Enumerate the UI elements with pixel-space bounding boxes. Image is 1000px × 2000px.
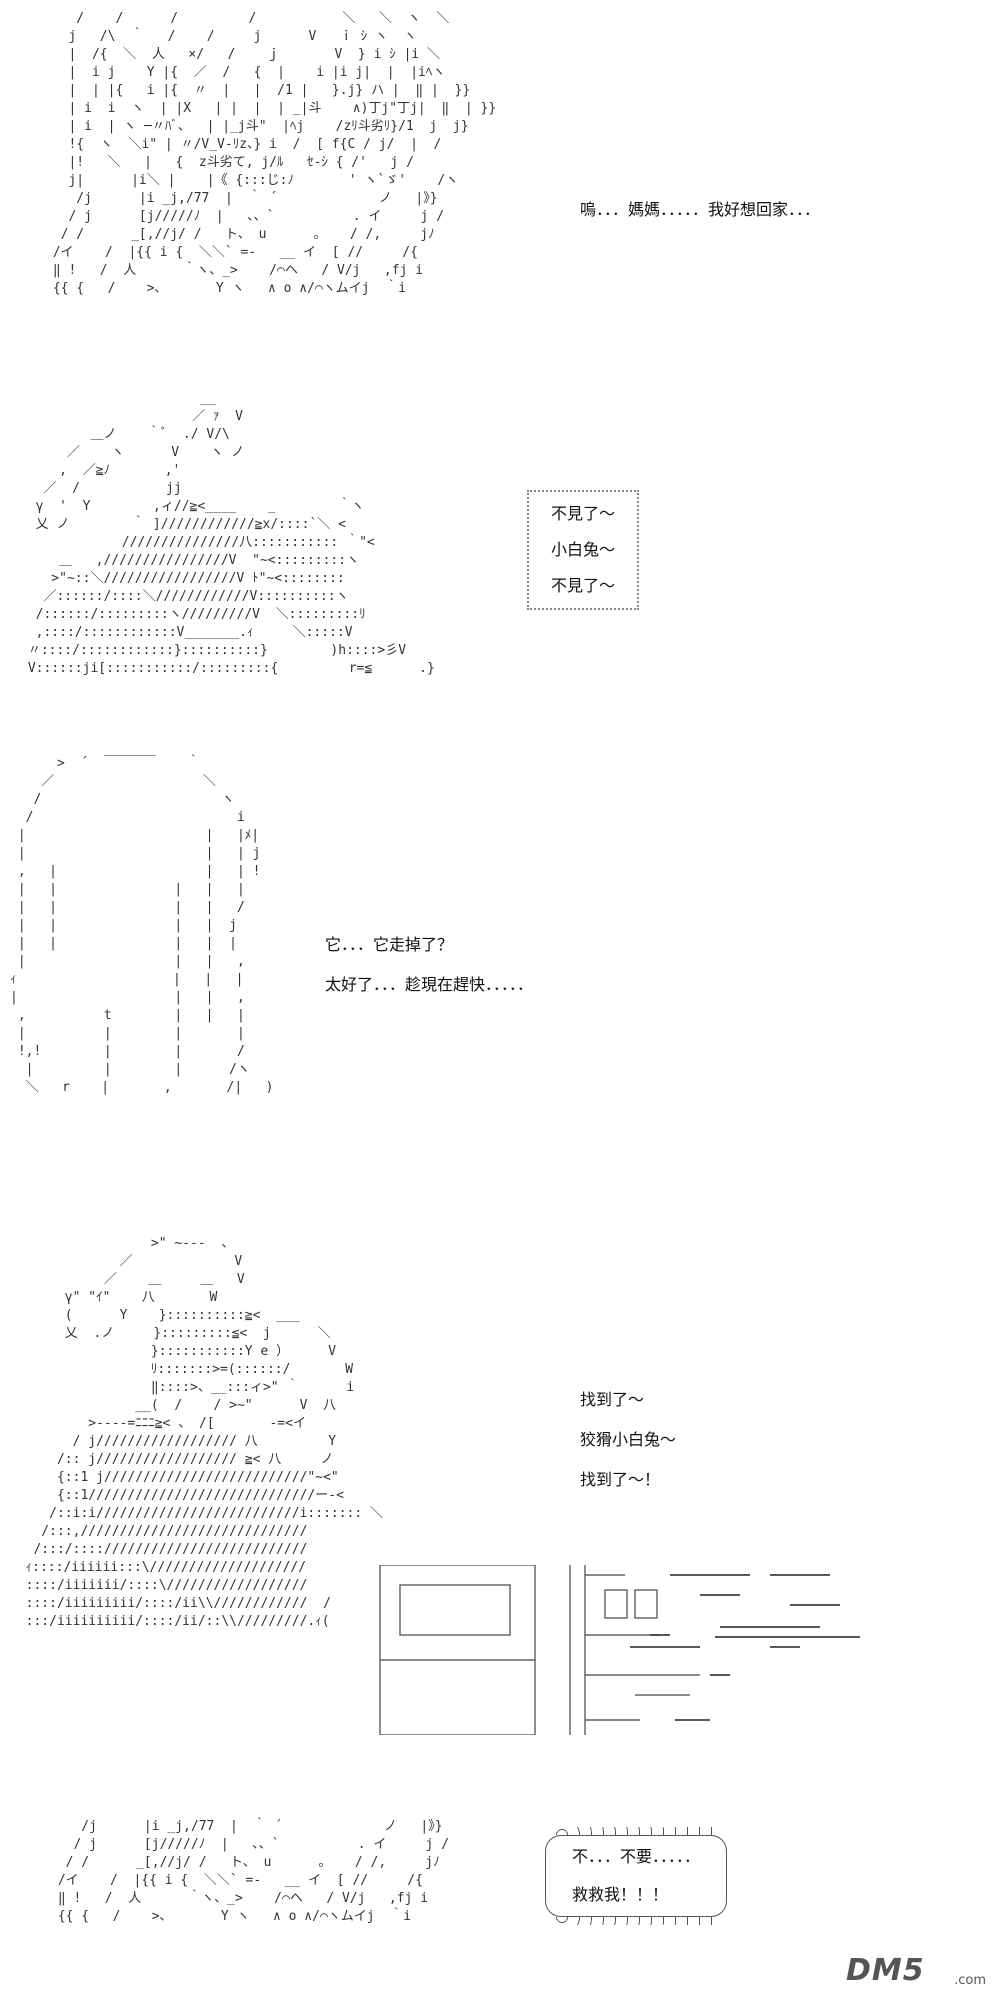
watermark-domain: .com (954, 1973, 986, 1988)
dialog-line: 它．．．它走掉了？ (325, 935, 454, 954)
ascii-art-crying-girl: / / / / ＼ ＼ ヽ ＼ j /\ ｀ / / j V ｉ ｼ ヽ ヽ |… (52, 11, 497, 296)
dialog-box-wavy: 不．．．不要．．．．． 救救我！！！ (545, 1827, 728, 1917)
speed-lines-graphic (379, 1565, 860, 1735)
ascii-art-hat-creature-searching: __ ／ ｧ V ＿ノ ｀ﾞ ./ V/\ ／ ヽ V ヽ ノ , ／≧ﾉ ,'… (27, 391, 435, 676)
speed-lines-effect (370, 1565, 870, 1735)
panel-5: /j |i _j,/77 | ｀ ´ ノ |》} / j [j/////ﾉ | … (0, 1800, 1000, 2000)
dialog-line: 嗚．．．媽媽．．．．．我好想回家．．． (580, 200, 821, 219)
dialog-line: 不．．．不要．．．．． (572, 1847, 701, 1866)
panel-3: > ´ ￣￣￣￣ ｀ ／ ＼ / ヽ / i | | |ﾒ| | | | j ,… (0, 755, 1000, 1225)
dialog-line: 不見了～ (551, 576, 616, 595)
panel-2: __ ／ ｧ V ＿ノ ｀ﾞ ./ V/\ ／ ヽ V ヽ ノ , ／≧ﾉ ,'… (0, 380, 1000, 720)
panel-4: >" ~‐‐‐ 、 ／ V ／ ＿ ＿ V γ" "ｲ" 八 W ( Y }::… (0, 1235, 1000, 1775)
panel-1: / / / / ＼ ＼ ヽ ＼ j /\ ｀ / / j V ｉ ｼ ヽ ヽ |… (0, 0, 1000, 340)
dialog-panel-1: 嗚．．．媽媽．．．．．我好想回家．．． (580, 190, 820, 230)
dm5-watermark-logo: DM5 .com (846, 1953, 986, 1989)
ascii-art-legs-walking-away: > ´ ￣￣￣￣ ｀ ／ ＼ / ヽ / i | | |ﾒ| | | | j ,… (10, 756, 274, 1095)
dialog-panel-3: 它．．．它走掉了？ 太好了．．．趁現在趕快．．．．． (325, 925, 533, 1005)
dialog-line: 太好了．．．趁現在趕快．．．．． (325, 975, 534, 994)
dialog-line: 狡猾小白兔～ (580, 1430, 677, 1449)
dialog-panel-4: 找到了～ 狡猾小白兔～ 找到了～！ (580, 1380, 676, 1500)
dialog-box-dotted: 不見了～ 小白兔～ 不見了～ (527, 490, 640, 610)
dialog-line: 救救我！！！ (572, 1885, 669, 1904)
ascii-art-crying-girl-closeup: /j |i _j,/77 | ｀ ´ ノ |》} / j [j/////ﾉ | … (57, 1819, 450, 1924)
ascii-art-hat-creature-lunging: >" ~‐‐‐ 、 ／ V ／ ＿ ＿ V γ" "ｲ" 八 W ( Y }::… (25, 1236, 384, 1629)
dialog-line: 找到了～！ (580, 1470, 661, 1489)
watermark-brand: DM5 (846, 1953, 925, 1988)
dialog-line: 不見了～ (551, 504, 616, 523)
dialog-line: 小白兔～ (551, 540, 616, 559)
dialog-line: 找到了～ (580, 1390, 645, 1409)
